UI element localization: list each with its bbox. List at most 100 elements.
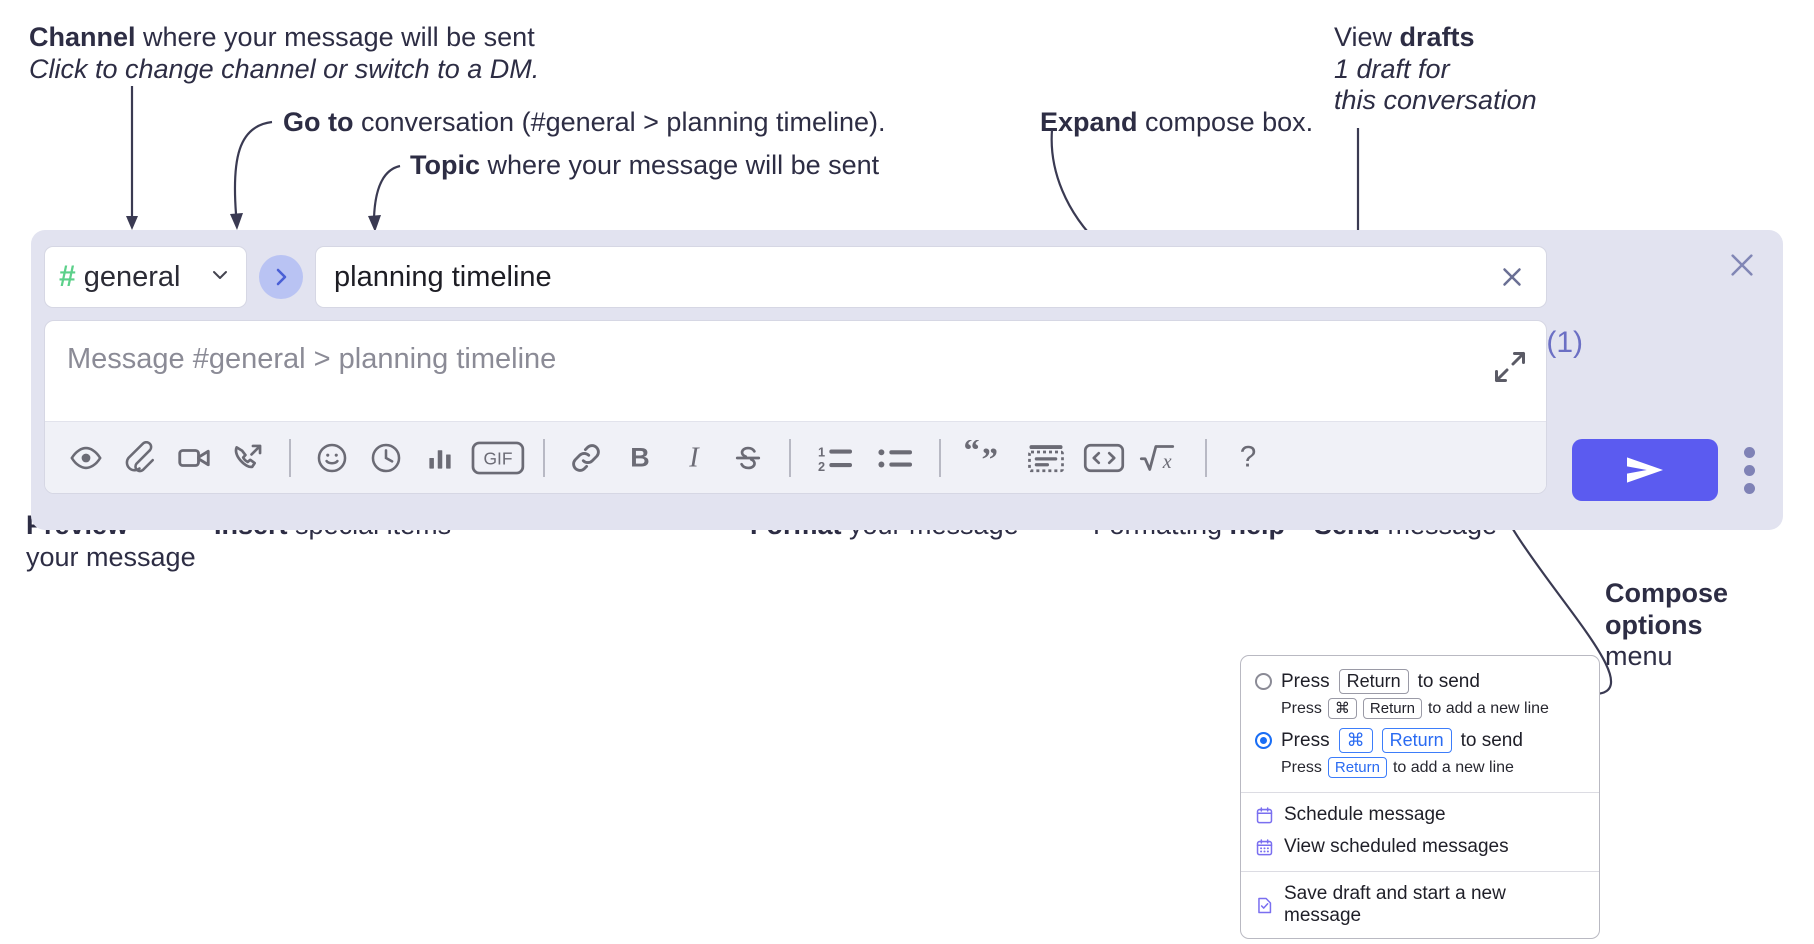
annotation-expand-bold: Expand	[1040, 107, 1138, 137]
code-block-button[interactable]	[1017, 431, 1075, 485]
expand-compose-button[interactable]	[1492, 349, 1528, 385]
emoji-button[interactable]	[305, 431, 359, 485]
formatting-toolbar: GIF B I	[45, 421, 1546, 493]
close-panel-button[interactable]	[1721, 244, 1763, 286]
strikethrough-button[interactable]	[721, 431, 775, 485]
send-option-cmd-sub: Press Return to add a new line	[1241, 756, 1599, 784]
menu-item-schedule-message[interactable]: Schedule message	[1241, 799, 1599, 831]
key-return: Return	[1338, 669, 1409, 694]
menu-item-view-scheduled[interactable]: View scheduled messages	[1241, 831, 1599, 863]
annotation-goto-bold: Go to	[283, 107, 354, 137]
video-clip-button[interactable]	[167, 431, 221, 485]
annotation-compose-options: Compose options menu	[1605, 578, 1728, 673]
send-option-return-post: to send	[1417, 670, 1480, 692]
math-formula-icon: x	[1139, 444, 1175, 472]
huddle-button[interactable]	[221, 431, 275, 485]
vertical-ellipsis-icon-dot	[1743, 464, 1755, 476]
bulleted-list-button[interactable]	[865, 431, 925, 485]
key-return: Return	[1327, 757, 1387, 778]
send-option-return-pre: Press	[1281, 670, 1330, 692]
send-paper-plane-icon	[1627, 457, 1663, 483]
bold-button[interactable]: B	[613, 431, 667, 485]
link-icon	[572, 443, 600, 472]
menu-item-label: Save draft and start a new message	[1284, 883, 1506, 926]
emoji-smiley-icon	[317, 443, 347, 472]
annotation-channel-sub: Click to change channel or switch to a D…	[29, 53, 540, 84]
gif-icon: GIF	[471, 441, 525, 474]
poll-button[interactable]	[413, 431, 467, 485]
annotation-expand-rest: compose box.	[1137, 107, 1314, 137]
blockquote-icon: “ ”	[964, 440, 999, 476]
send-option-cmd-pre: Press	[1281, 729, 1330, 751]
clock-icon	[371, 443, 401, 472]
annotation-drafts-sub2: this conversation	[1334, 85, 1537, 116]
link-button[interactable]	[559, 431, 613, 485]
key-return: Return	[1381, 728, 1452, 753]
compose-options-menu: Press Return to send Press ⌘ Return to a…	[1240, 655, 1600, 939]
attachment-button[interactable]	[113, 431, 167, 485]
annotation-channel-bold: Channel	[29, 22, 136, 52]
menu-divider	[1241, 871, 1599, 872]
send-button[interactable]	[1572, 439, 1718, 501]
italic-icon: I	[688, 442, 700, 473]
annotation-goto-rest: conversation (#general > planning timeli…	[353, 107, 886, 137]
sub-post: to add a new line	[1427, 699, 1549, 717]
send-option-cmd-return[interactable]: Press ⌘ Return to send	[1241, 725, 1599, 756]
hash-icon: #	[59, 260, 76, 293]
radio-button-selected[interactable]	[1255, 732, 1272, 749]
message-input[interactable]: Message #general > planning timeline	[67, 343, 557, 375]
reminder-button[interactable]	[359, 431, 413, 485]
inline-code-button[interactable]	[1075, 431, 1133, 485]
menu-item-label: View scheduled messages	[1284, 836, 1509, 857]
svg-text:“: “	[964, 440, 981, 469]
menu-item-label: Schedule message	[1284, 804, 1446, 825]
goto-conversation-button[interactable]	[259, 255, 303, 299]
annotation-compose-options-bold2: options	[1605, 609, 1703, 640]
toolbar-separator	[289, 438, 291, 477]
preview-button[interactable]	[59, 431, 113, 485]
channel-name-label: general	[83, 260, 181, 293]
compose-left-column: # general planning timeline Message #gen…	[44, 244, 1547, 494]
ordered-list-icon: 1 2	[818, 444, 852, 473]
annotation-expand: Expand compose box.	[1040, 107, 1313, 139]
toolbar-separator	[939, 438, 941, 477]
key-command: ⌘	[1327, 698, 1357, 719]
key-return: Return	[1362, 698, 1422, 719]
italic-button[interactable]: I	[667, 431, 721, 485]
ordered-list-button[interactable]: 1 2	[805, 431, 865, 485]
toolbar-separator	[543, 438, 545, 477]
chevron-right-icon	[276, 268, 287, 286]
svg-text:B: B	[630, 442, 649, 472]
help-question-icon: ?	[1240, 441, 1257, 474]
svg-text:1: 1	[818, 444, 825, 459]
annotation-preview-line2: your message	[26, 541, 196, 572]
key-command: ⌘	[1338, 728, 1373, 753]
bar-chart-icon	[429, 449, 451, 469]
channel-picker-button[interactable]: # general	[44, 246, 247, 308]
gif-button[interactable]: GIF	[467, 431, 529, 485]
topic-clear-button[interactable]	[1492, 257, 1532, 297]
vertical-ellipsis-icon-dot	[1743, 446, 1755, 458]
annotation-channel: Channel where your message will be sent …	[29, 22, 539, 85]
inline-code-icon	[1083, 443, 1125, 472]
annotation-goto: Go to conversation (#general > planning …	[283, 107, 886, 139]
compose-options-button[interactable]	[1734, 442, 1764, 498]
send-option-return[interactable]: Press Return to send	[1241, 666, 1599, 697]
math-button[interactable]: x	[1133, 431, 1191, 485]
toolbar-separator	[1205, 438, 1207, 477]
topic-field[interactable]: planning timeline	[315, 246, 1547, 308]
annotation-topic-bold: Topic	[410, 150, 480, 180]
sub-pre: Press	[1281, 758, 1322, 776]
radio-button[interactable]	[1255, 673, 1272, 690]
menu-item-save-draft[interactable]: Save draft and start a new message	[1241, 878, 1599, 932]
compose-panel: Drafts (1) # general planning timeline	[31, 230, 1783, 530]
blockquote-button[interactable]: “ ”	[955, 431, 1017, 485]
annotation-compose-options-rest: menu	[1605, 641, 1673, 672]
calendar-grid-icon	[1255, 838, 1274, 857]
formatting-help-button[interactable]: ?	[1221, 431, 1275, 485]
svg-text:GIF: GIF	[483, 448, 512, 468]
chevron-down-icon	[208, 263, 232, 292]
toolbar-separator	[789, 438, 791, 477]
phone-forward-icon	[234, 444, 262, 468]
strikethrough-icon	[735, 446, 761, 469]
